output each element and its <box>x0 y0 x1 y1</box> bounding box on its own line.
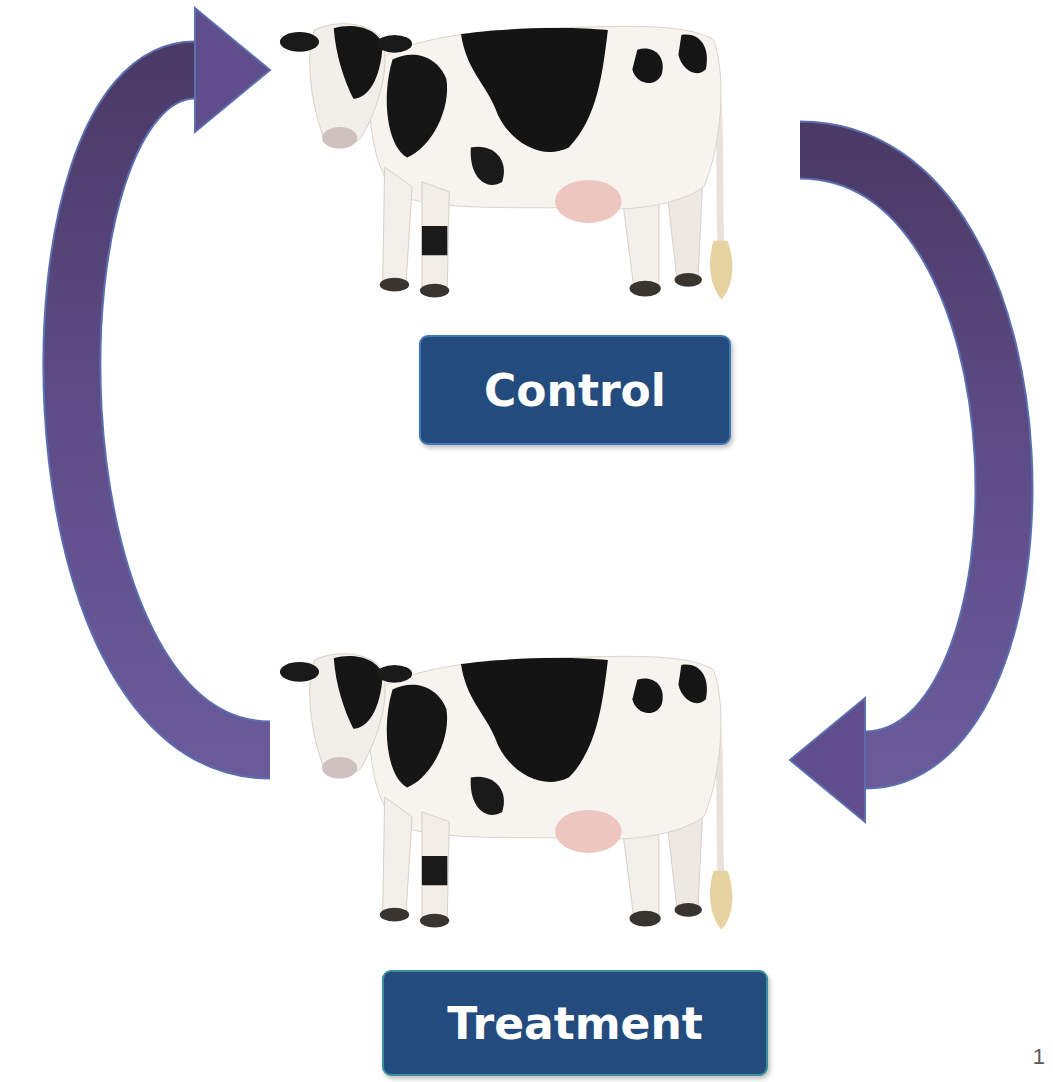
page-number: 1 <box>1033 1044 1045 1070</box>
cow-group: Treatment <box>275 630 755 1078</box>
cow-illustration <box>275 0 745 305</box>
cycle-arrow <box>790 150 1004 822</box>
cow-illustration <box>275 630 745 935</box>
cycle-arrow <box>72 8 270 750</box>
label-box: Treatment <box>382 970 768 1076</box>
group-label: Control <box>484 365 666 416</box>
cow-group: Control <box>275 0 755 450</box>
group-label: Treatment <box>447 998 703 1049</box>
label-box: Control <box>419 335 731 445</box>
